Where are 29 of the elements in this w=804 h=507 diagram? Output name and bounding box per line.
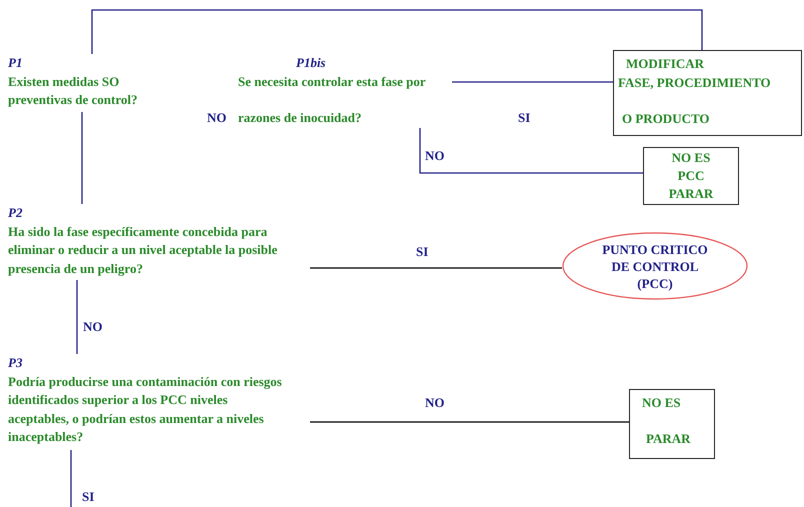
question-number: P1bis bbox=[295, 54, 327, 72]
question-text: Se necesita controlar esta fase por razones de inocuidad? bbox=[238, 72, 426, 126]
result-text: MODIFICAR bbox=[626, 55, 706, 73]
result-text: NO ES bbox=[670, 149, 712, 167]
result-box bbox=[613, 50, 802, 136]
result-text: PUNTO CRITICO DE CONTROL (PCC) bbox=[601, 240, 709, 292]
connector-line bbox=[310, 421, 629, 423]
question-number: P3 bbox=[8, 354, 24, 372]
connector-line bbox=[91, 9, 703, 54]
question-text: Podría producirse una contaminación con riesgos identificados superior a los PCC niveles aceptables, o podrían estos aumentar a niveles inaceptables? bbox=[8, 372, 283, 446]
connector-line bbox=[76, 280, 78, 354]
result-text: PARAR bbox=[646, 430, 692, 448]
result-box bbox=[629, 389, 715, 459]
result-text: PARAR bbox=[668, 185, 714, 203]
question-number: P1 bbox=[8, 54, 24, 72]
connector-line bbox=[419, 128, 643, 174]
result-ellipse bbox=[562, 232, 748, 300]
result-box bbox=[643, 147, 739, 205]
result-text: O PRODUCTO bbox=[622, 110, 711, 128]
connector-line bbox=[452, 81, 613, 83]
connector-line bbox=[81, 112, 83, 204]
question-number: P2 bbox=[8, 204, 24, 222]
result-text: FASE, PROCEDIMIENTO bbox=[618, 74, 772, 92]
question-text: Ha sido la fase específicamente concebida para eliminar o reducir a un nivel aceptable la posible presencia de un peligro? bbox=[8, 222, 278, 278]
connector-line bbox=[310, 267, 562, 269]
result-text: NO ES bbox=[642, 394, 682, 412]
result-text: PCC bbox=[676, 167, 706, 185]
connector-line bbox=[70, 450, 72, 507]
question-text: Existen medidas SO preventivas de control? bbox=[8, 72, 139, 109]
